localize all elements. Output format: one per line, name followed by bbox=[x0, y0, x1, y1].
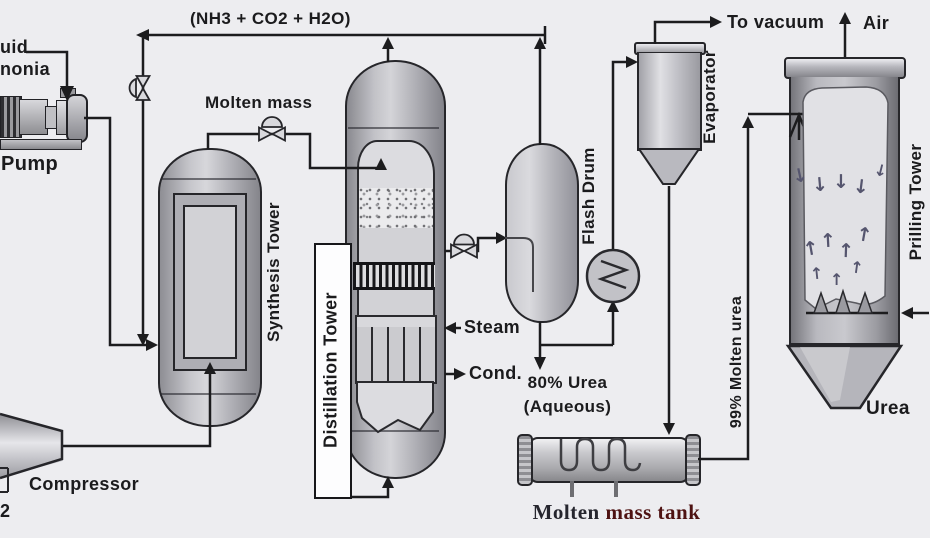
molten-mass-valve-actuator-icon bbox=[261, 116, 283, 128]
arrow-molten-urea-up-icon bbox=[742, 116, 754, 128]
distillation-tower-top-seam bbox=[348, 127, 439, 129]
prilling-tower-label: Prilling Tower bbox=[906, 143, 925, 261]
arrow-condensate-out-icon bbox=[454, 368, 466, 380]
synthesis-tower-bottom-seam bbox=[161, 393, 256, 395]
molten-mass-label: Molten mass bbox=[205, 93, 313, 112]
recycle-valve-icon bbox=[134, 86, 152, 101]
molten-mass-valve-icon bbox=[258, 126, 274, 142]
distillation-packing-section bbox=[357, 188, 435, 228]
arrow-urea80-down-icon bbox=[534, 357, 546, 370]
distillation-tray-section bbox=[355, 315, 437, 384]
synthesis-tower-inner-core bbox=[183, 205, 237, 359]
letdown-valve-actuator-icon bbox=[453, 233, 475, 246]
arrow-to-vacuum-icon bbox=[710, 16, 722, 28]
molten-mass-tank-right-cap bbox=[685, 434, 701, 486]
molten-mass-tank-label-rest: mass tank bbox=[599, 500, 701, 524]
evaporator-cone bbox=[637, 148, 701, 185]
urea-80-aqueous-label: (Aqueous) bbox=[523, 397, 612, 416]
urea-80-label: 80% Urea bbox=[527, 373, 608, 392]
molten-mass-tank-label-word1: Molten bbox=[532, 500, 600, 524]
arrow-into-exchanger-icon bbox=[607, 300, 619, 312]
recycle-valve-icon bbox=[134, 75, 152, 90]
flash-drum-label: Flash Drum bbox=[579, 147, 598, 245]
pipe-exchanger-to-evaporator bbox=[611, 60, 627, 250]
heat-exchanger-icon bbox=[585, 248, 641, 304]
rising-arrow-icon: ↑ bbox=[848, 257, 865, 278]
distillation-tower-bottom-seam bbox=[348, 430, 439, 432]
distillation-mid-section-1 bbox=[357, 228, 435, 262]
arrow-recycle-down-icon bbox=[137, 334, 149, 346]
falling-arrow-icon: ↓ bbox=[811, 173, 829, 197]
arrow-into-tank-icon bbox=[663, 423, 675, 435]
arrow-air-in-icon bbox=[901, 307, 913, 319]
recycle-valve-actuator-icon bbox=[128, 77, 137, 99]
urea-product-label: Urea bbox=[866, 398, 910, 419]
flash-drum-vessel bbox=[505, 143, 579, 323]
distillation-inner-dome bbox=[357, 140, 435, 190]
distillation-tower-label: Distillation Tower bbox=[320, 292, 341, 448]
molten-urea-99-label: 99% Molten urea bbox=[728, 295, 745, 429]
arrow-distillation-vapor-up-icon bbox=[382, 37, 394, 49]
prilling-tower-cap bbox=[784, 57, 906, 79]
steam-label: Steam bbox=[464, 317, 521, 337]
condensate-label: Cond. bbox=[469, 363, 522, 383]
prilling-tower-body bbox=[789, 77, 900, 345]
synthesis-tower-top-seam bbox=[161, 178, 256, 180]
distillation-mid-section-2 bbox=[357, 290, 435, 315]
molten-mass-tank-body bbox=[528, 437, 690, 483]
liquid-ammonia-label-line2: nonia bbox=[0, 59, 50, 79]
falling-arrow-icon: ↓ bbox=[851, 175, 871, 199]
distillation-sieve-section bbox=[353, 262, 435, 290]
rising-arrow-icon: ↑ bbox=[830, 270, 844, 289]
tank-coil-legs bbox=[570, 481, 618, 497]
liquid-ammonia-label-line1: uid bbox=[0, 37, 29, 57]
rising-arrow-icon: ↑ bbox=[809, 263, 825, 284]
evaporator-body bbox=[637, 52, 702, 151]
molten-mass-tank-left-cap bbox=[517, 434, 533, 486]
compressor-body bbox=[0, 414, 63, 478]
molten-mass-valve-icon bbox=[270, 126, 286, 142]
arrow-into-synthesis-icon bbox=[146, 339, 158, 351]
pump-baseplate bbox=[0, 139, 82, 150]
arrow-air-up-icon bbox=[839, 12, 851, 24]
to-vacuum-label: To vacuum bbox=[727, 12, 825, 32]
pipe-pump-discharge bbox=[84, 116, 147, 347]
air-out-label: Air bbox=[863, 13, 890, 33]
synthesis-tower-label: Synthesis Tower bbox=[264, 202, 283, 342]
letdown-valve-icon bbox=[450, 243, 466, 259]
pipe-to-vacuum bbox=[653, 20, 711, 44]
rising-arrow-icon: ↑ bbox=[819, 229, 837, 253]
molten-mass-tank-label: Molten mass tank bbox=[524, 500, 709, 525]
distillation-tower-label-box bbox=[314, 243, 352, 499]
co2-feed-label: 2 bbox=[0, 501, 11, 521]
heat-exchanger-coil-icon bbox=[597, 259, 630, 290]
letdown-valve-icon bbox=[462, 243, 478, 259]
compressor-label: Compressor bbox=[29, 474, 140, 494]
pump-casing bbox=[66, 94, 88, 143]
pipe-distillation-outlet bbox=[445, 236, 497, 253]
evaporator-label: Evaporator bbox=[700, 50, 719, 144]
arrow-flash-vapor-up-icon bbox=[534, 37, 546, 49]
prilling-cone-sheen bbox=[800, 347, 850, 402]
arrow-recycle-left-icon bbox=[136, 29, 149, 41]
pump-motor-body bbox=[19, 99, 48, 135]
pump-label: Pump bbox=[1, 153, 59, 175]
falling-arrow-icon: ↓ bbox=[833, 171, 849, 193]
recycle-gas-label: (NH3 + CO2 + H2O) bbox=[190, 9, 351, 28]
